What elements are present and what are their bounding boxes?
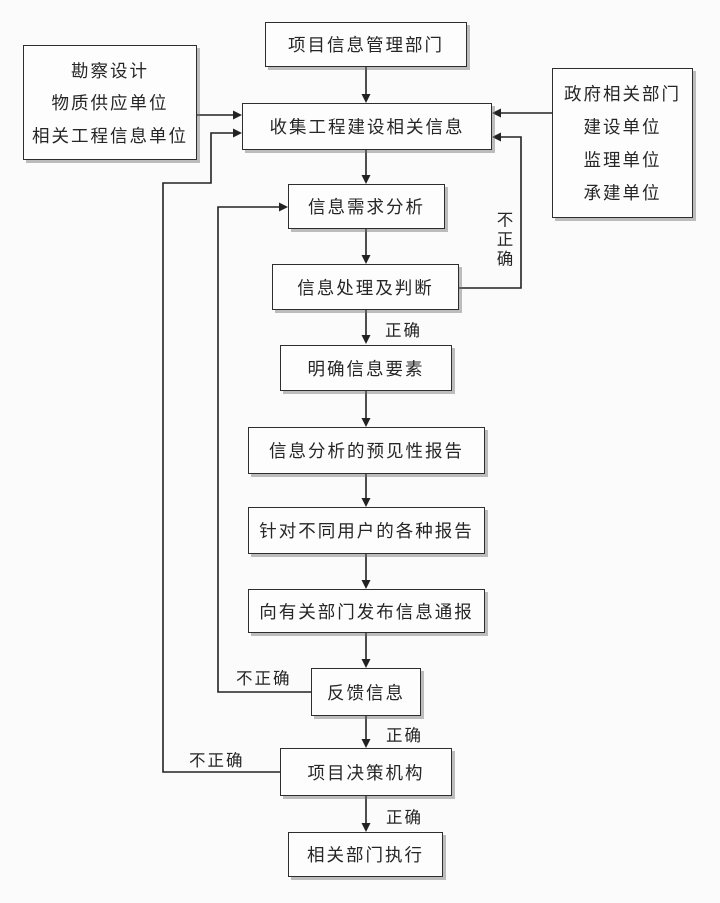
node-label-line: 承建单位 <box>583 184 662 204</box>
arrowhead-left <box>492 132 501 142</box>
node-label-line: 勘察设计 <box>71 61 149 82</box>
node-execute: 相关部门执行 <box>288 832 443 877</box>
node-label: 信息分析的预见性报告 <box>269 442 464 462</box>
node-label: 信息处理及判断 <box>297 278 434 299</box>
arrowhead-down <box>361 659 371 668</box>
node-label: 针对不同用户的各种报告 <box>259 522 474 542</box>
node-label: 项目信息管理部门 <box>288 36 444 56</box>
node-right-sources: 政府相关部门 建设单位 监理单位 承建单位 <box>552 68 693 218</box>
node-clarify-elements: 明确信息要素 <box>280 345 452 391</box>
node-feedback-info: 反馈信息 <box>311 668 421 716</box>
node-label: 收集工程建设相关信息 <box>269 118 465 138</box>
edge-label-correct-after-feedback: 正确 <box>386 726 423 745</box>
node-user-reports: 针对不同用户的各种报告 <box>248 507 485 554</box>
edge-label-incorrect-decision-loop: 不正确 <box>189 751 245 770</box>
edge-label-incorrect-feedback-loop: 不正确 <box>236 669 292 688</box>
arrowhead-right <box>279 202 288 212</box>
arrowhead-down <box>361 175 371 184</box>
node-left-sources: 勘察设计 物质供应单位 相关工程信息单位 <box>23 45 197 160</box>
arrowhead-right <box>233 128 242 138</box>
node-label: 项目决策机构 <box>307 763 425 784</box>
edge-label-correct-after-decision: 正确 <box>386 808 423 827</box>
node-collect-info: 收集工程建设相关信息 <box>242 103 492 150</box>
node-label: 反馈信息 <box>327 683 405 704</box>
node-label: 信息需求分析 <box>308 198 425 218</box>
edge-decision-collect-loop <box>162 132 280 773</box>
node-label-line: 相关工程信息单位 <box>32 126 188 147</box>
edge-feedback-demand-loop <box>217 206 311 693</box>
arrowhead-down <box>361 335 371 344</box>
node-predictive-report: 信息分析的预见性报告 <box>248 427 485 474</box>
node-label: 明确信息要素 <box>307 359 425 380</box>
node-label-line: 政府相关部门 <box>564 85 681 105</box>
node-process-judge: 信息处理及判断 <box>272 264 459 310</box>
arrowhead-down <box>361 255 371 264</box>
edge-label-correct-after-judge: 正确 <box>385 321 422 340</box>
node-demand-analysis: 信息需求分析 <box>288 184 445 229</box>
arrowhead-down <box>361 580 371 589</box>
node-label: 向有关部门发布信息通报 <box>259 602 474 623</box>
node-notify-depts: 向有关部门发布信息通报 <box>248 589 485 633</box>
edge-label-incorrect-judge-loop: 不正确 <box>494 211 513 270</box>
arrowhead-down <box>361 823 371 832</box>
node-label-line: 物质供应单位 <box>51 94 169 114</box>
node-label-line: 建设单位 <box>583 118 662 138</box>
arrowhead-down <box>361 739 371 748</box>
arrowhead-down <box>361 418 371 427</box>
node-decision-org: 项目决策机构 <box>280 748 452 796</box>
arrowhead-down <box>361 94 371 103</box>
node-label: 相关部门执行 <box>307 846 424 866</box>
node-project-info-dept: 项目信息管理部门 <box>265 22 467 67</box>
arrowhead-right <box>233 110 242 120</box>
edge-judge-collect-loop <box>459 136 522 289</box>
arrowhead-down <box>361 498 371 507</box>
arrowhead-left <box>492 108 501 118</box>
node-label-line: 监理单位 <box>583 151 662 171</box>
